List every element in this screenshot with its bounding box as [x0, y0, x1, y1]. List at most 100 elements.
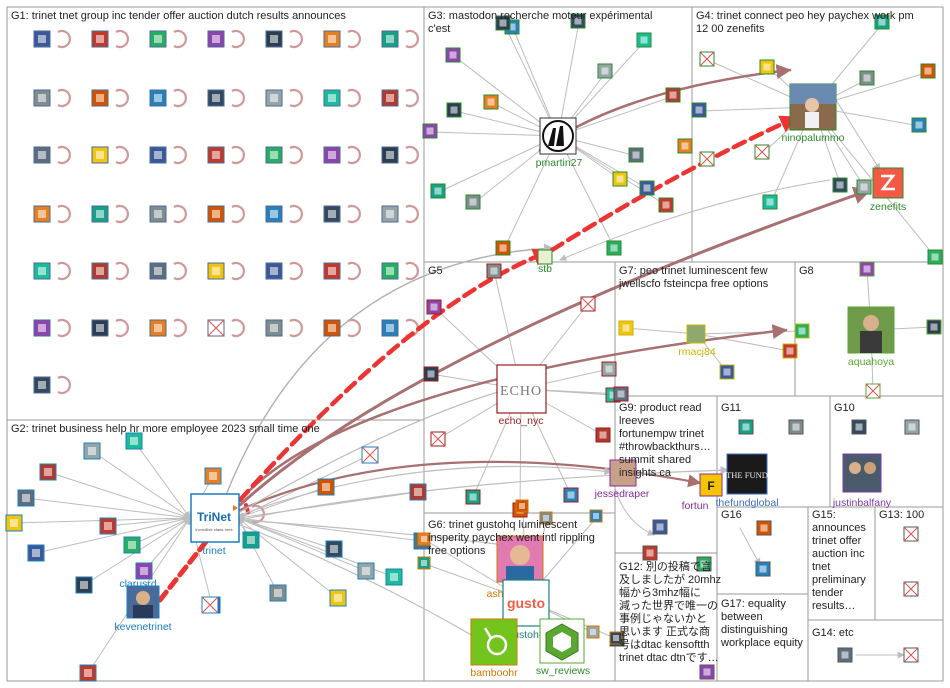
graph-node[interactable] [381, 89, 399, 107]
graph-node[interactable] [125, 432, 143, 450]
graph-node[interactable] [652, 519, 668, 535]
graph-node[interactable] [91, 262, 109, 280]
graph-node[interactable] [381, 319, 399, 337]
missing-image-node[interactable] [903, 647, 919, 663]
graph-node[interactable] [207, 205, 225, 223]
graph-node[interactable] [738, 419, 754, 435]
graph-node[interactable] [539, 511, 553, 525]
graph-node[interactable] [265, 30, 283, 48]
graph-node[interactable] [39, 463, 57, 481]
missing-image-node[interactable] [903, 526, 919, 542]
graph-node[interactable] [17, 489, 35, 507]
graph-node[interactable] [465, 489, 481, 505]
missing-image-node[interactable] [699, 51, 715, 67]
node-gustohq[interactable]: gusto gustohq [502, 579, 550, 641]
graph-node[interactable] [597, 63, 613, 79]
graph-node[interactable] [417, 556, 431, 570]
graph-node[interactable] [242, 531, 260, 549]
graph-node[interactable] [381, 262, 399, 280]
graph-node[interactable] [135, 562, 153, 580]
graph-node[interactable] [926, 319, 942, 335]
missing-image-node[interactable] [361, 446, 379, 464]
graph-node[interactable] [207, 146, 225, 164]
graph-node[interactable] [329, 589, 347, 607]
graph-node[interactable] [628, 147, 644, 163]
missing-image-node[interactable] [754, 144, 770, 160]
node-sw-reviews[interactable]: sw_reviews [536, 618, 590, 677]
graph-node[interactable] [837, 647, 853, 663]
graph-node[interactable] [759, 59, 775, 75]
missing-image-node[interactable] [903, 581, 919, 597]
graph-node[interactable] [207, 262, 225, 280]
graph-node[interactable] [149, 319, 167, 337]
node-kevenetrinet[interactable]: kevenetrinet [114, 585, 172, 633]
graph-node[interactable] [123, 536, 141, 554]
graph-node[interactable] [149, 89, 167, 107]
graph-node[interactable] [317, 478, 335, 496]
graph-node[interactable] [91, 30, 109, 48]
graph-node[interactable] [794, 323, 810, 339]
graph-node[interactable] [265, 205, 283, 223]
graph-node[interactable] [381, 30, 399, 48]
node-jessedraper[interactable]: jessedraper [594, 459, 650, 500]
graph-node[interactable] [851, 419, 867, 435]
graph-node[interactable] [381, 205, 399, 223]
graph-node[interactable] [33, 146, 51, 164]
graph-node[interactable] [75, 576, 93, 594]
missing-image-node[interactable] [430, 431, 446, 447]
graph-node[interactable] [642, 545, 658, 561]
graph-node[interactable] [465, 194, 481, 210]
node-trinet[interactable]: TriNet Incredible starts here trinet [190, 493, 240, 557]
graph-node[interactable] [5, 514, 23, 532]
graph-node[interactable] [149, 30, 167, 48]
graph-node[interactable] [859, 70, 875, 86]
graph-node[interactable] [699, 664, 715, 680]
graph-node[interactable] [33, 30, 51, 48]
graph-node[interactable] [445, 47, 461, 63]
graph-node[interactable] [696, 556, 712, 572]
missing-image-node[interactable] [865, 383, 881, 399]
graph-node[interactable] [265, 146, 283, 164]
graph-node[interactable] [269, 584, 287, 602]
graph-node[interactable] [33, 205, 51, 223]
graph-node[interactable] [33, 319, 51, 337]
graph-node[interactable] [417, 532, 431, 546]
node-pmartin27[interactable]: pmartin27 [536, 117, 583, 169]
node-fortun[interactable]: F fortun [682, 473, 723, 512]
graph-node[interactable] [495, 240, 511, 256]
graph-node[interactable] [691, 102, 707, 118]
graph-node[interactable] [609, 631, 623, 645]
graph-node[interactable] [323, 319, 341, 337]
missing-image-node[interactable] [580, 296, 596, 312]
node-ninopalummo[interactable]: ninopalummo [781, 83, 845, 144]
graph-node[interactable] [486, 263, 502, 279]
graph-node[interactable] [323, 146, 341, 164]
graph-node[interactable] [755, 561, 771, 577]
graph-node[interactable] [91, 205, 109, 223]
graph-node[interactable] [639, 180, 655, 196]
graph-node[interactable] [265, 89, 283, 107]
graph-node[interactable] [91, 146, 109, 164]
graph-node[interactable] [149, 205, 167, 223]
graph-node[interactable] [658, 197, 674, 213]
graph-node[interactable] [83, 442, 101, 460]
node-aquahoya[interactable]: aquahoya [847, 306, 895, 368]
graph-node[interactable] [91, 319, 109, 337]
node-bamboohr[interactable]: bamboohr [470, 618, 518, 679]
graph-node[interactable] [149, 146, 167, 164]
graph-node[interactable] [426, 299, 442, 315]
graph-node[interactable] [636, 32, 652, 48]
missing-image-node[interactable] [699, 151, 715, 167]
graph-node[interactable] [99, 517, 117, 535]
graph-node[interactable] [782, 343, 798, 359]
graph-node[interactable] [207, 30, 225, 48]
graph-node[interactable] [920, 63, 936, 79]
graph-node[interactable] [832, 177, 848, 193]
graph-node[interactable] [859, 261, 875, 277]
missing-image-node[interactable] [207, 319, 225, 337]
graph-node[interactable] [325, 540, 343, 558]
graph-node[interactable] [904, 419, 920, 435]
graph-node[interactable] [423, 366, 439, 382]
graph-node[interactable] [586, 625, 600, 639]
graph-node[interactable] [788, 419, 804, 435]
